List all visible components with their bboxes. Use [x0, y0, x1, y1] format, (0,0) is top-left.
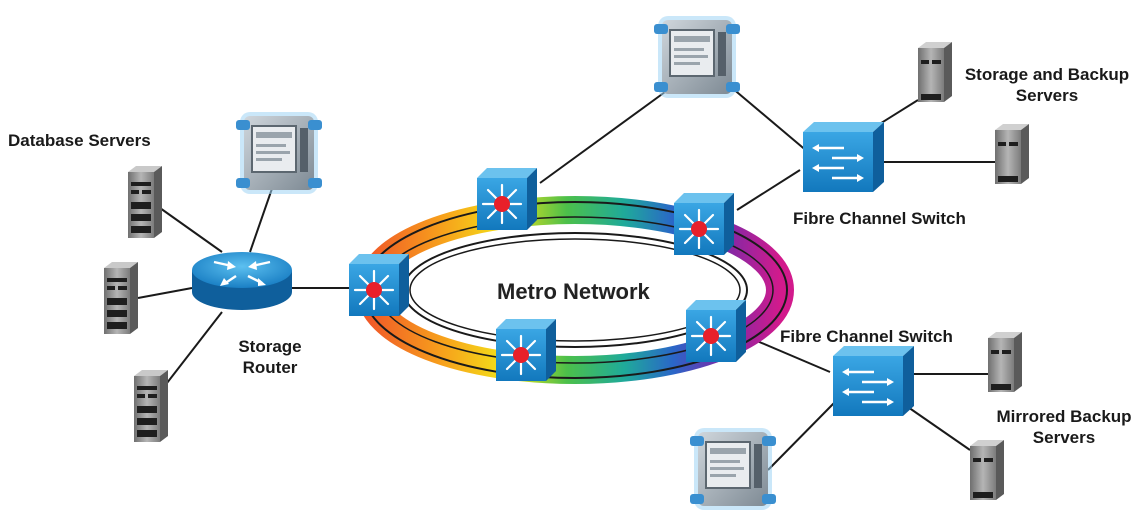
- storage-router-icon: [192, 252, 292, 310]
- database-server-2-icon: [104, 262, 138, 334]
- test-monitor-bottom-icon: [689, 427, 777, 511]
- storage-backup-server-1-icon: [918, 42, 952, 102]
- fibre-channel-switch-top-icon: [801, 120, 886, 194]
- link-ring-topmonitor: [539, 91, 666, 184]
- storage-backup-server-2-icon: [995, 124, 1029, 184]
- link-ring-fcswitch-bottom: [749, 337, 831, 373]
- test-monitor-top-icon: [653, 15, 741, 99]
- link-ring-fcswitch-top: [736, 169, 801, 211]
- database-server-3-icon: [134, 370, 168, 442]
- ring-switch-top-left: [475, 166, 539, 232]
- test-monitor-left-icon: [235, 111, 323, 195]
- storage-backup-label-line1: Storage and Backup: [964, 65, 1130, 84]
- ring-switch-top-right: [672, 191, 736, 257]
- mirrored-backup-label-line1: Mirrored Backup: [996, 407, 1132, 426]
- storage-router-label: Storage Router: [222, 336, 318, 378]
- storage-router-label-line2: Router: [242, 358, 298, 377]
- ring-switch-bottom-left: [494, 317, 558, 383]
- links: [137, 81, 995, 471]
- mirrored-backup-label-line2: Servers: [1032, 428, 1096, 447]
- mirrored-backup-servers-label: Mirrored Backup Servers: [986, 406, 1142, 448]
- storage-backup-label-line2: Servers: [1015, 86, 1079, 105]
- link-fcswitch-mirror2: [904, 404, 971, 451]
- ring-switch-left: [347, 252, 411, 318]
- storage-backup-servers-label: Storage and Backup Servers: [954, 64, 1140, 106]
- link-db3-router: [159, 311, 223, 393]
- metro-network-label: Metro Network: [497, 279, 650, 304]
- mirrored-backup-server-1-icon: [988, 332, 1022, 392]
- fibre-channel-switch-bottom-icon: [831, 344, 916, 418]
- link-topmonitor-fcswitch: [724, 81, 809, 153]
- ring-switch-bottom-right: [684, 298, 748, 364]
- mirrored-backup-server-2-icon: [970, 440, 1004, 500]
- fibre-channel-switch-bottom-label: Fibre Channel Switch: [780, 327, 953, 346]
- storage-router-label-line1: Storage: [238, 337, 302, 356]
- fibre-channel-switch-top-label: Fibre Channel Switch: [793, 209, 966, 228]
- link-db2-router: [137, 287, 193, 299]
- link-fcswitch-bottommonitor: [767, 401, 836, 471]
- database-servers-label: Database Servers: [8, 131, 151, 150]
- metro-ring: [356, 196, 794, 384]
- database-server-1-icon: [128, 166, 162, 238]
- link-db1-router: [159, 207, 223, 253]
